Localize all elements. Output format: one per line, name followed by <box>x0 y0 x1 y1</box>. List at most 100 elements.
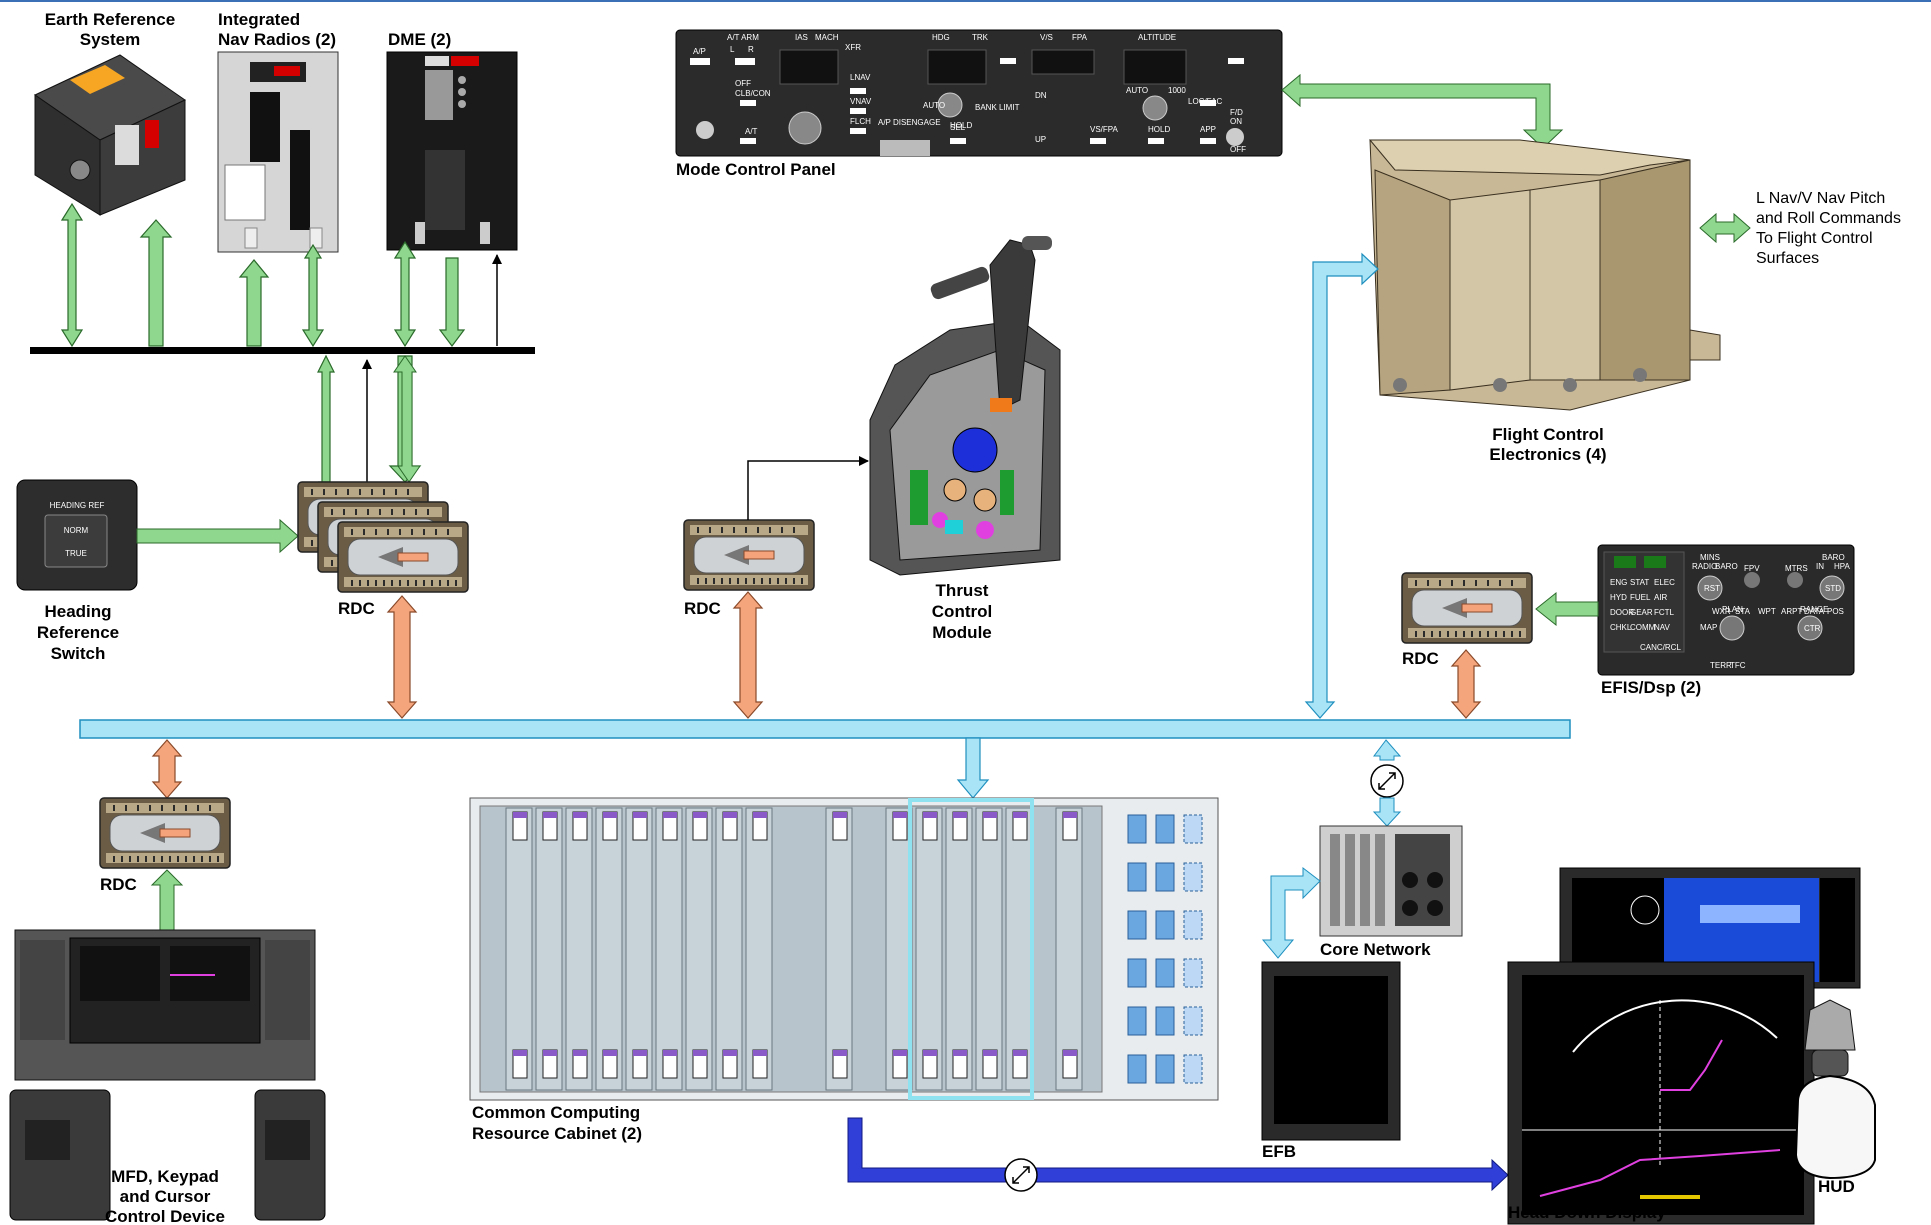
efis-label-22: ENG <box>1610 578 1627 587</box>
ccr-slot-tab <box>543 812 557 818</box>
ccr-slot-tab <box>633 812 647 818</box>
mode-control-panel: A/P A/T ARM L R OFF IAS MACH XFR LNAV VN… <box>676 30 1282 156</box>
mcp-label-12: A/T <box>745 127 758 136</box>
mcp-label-8: LNAV <box>850 73 871 82</box>
rdc-mfd <box>100 798 230 868</box>
efis-label-29: GEAR <box>1630 608 1653 617</box>
efis-label-2: BARO <box>1715 562 1738 571</box>
fce-label-1: Flight Control <box>1492 425 1603 444</box>
ccr-slot-tab <box>983 812 997 818</box>
ccr-slot-tab <box>753 1050 767 1056</box>
ccr-slot-card <box>566 808 592 1090</box>
ccr-hdd-link <box>848 1118 1508 1190</box>
orange-links <box>153 592 1480 798</box>
efis-label-16: TERR <box>1710 661 1732 670</box>
mcp-label-10: FLCH <box>850 117 871 126</box>
dme-unit <box>387 52 517 250</box>
mcp-label-31: F/D <box>1230 108 1243 117</box>
thrust-label-1: Thrust <box>936 581 989 600</box>
hud-label: HUD <box>1818 1177 1855 1196</box>
mcp-label-20: V/S <box>1040 33 1053 42</box>
mcp-label-19: AUTO <box>923 101 945 110</box>
thrust-label-2: Control <box>932 602 992 621</box>
ccr-slot-tab <box>923 812 937 818</box>
efis-label-27: AIR <box>1654 593 1668 602</box>
core-network-label: Core Network <box>1320 940 1431 959</box>
mfd-label-1: MFD, Keypad <box>111 1167 219 1186</box>
rdc-stack-3 <box>338 522 468 592</box>
mcp-label-25: ALTITUDE <box>1138 33 1176 42</box>
mcp-label-1: A/T ARM <box>727 33 759 42</box>
ccr-slot-tab <box>513 1050 527 1056</box>
mcp-label-13: A/P DISENGAGE <box>878 118 941 127</box>
efis-label-30: FCTL <box>1654 608 1675 617</box>
switch-core-link <box>1374 798 1400 826</box>
arinc-bus <box>30 347 535 354</box>
rdc-efis <box>1402 573 1532 643</box>
efis-label-24: ELEC <box>1654 578 1675 587</box>
efb-device <box>1262 962 1400 1140</box>
ccr-slot-tab <box>1063 1050 1077 1056</box>
ccr-slot-tab <box>953 1050 967 1056</box>
efis-to-rdc-arrow <box>1536 593 1598 625</box>
mcp-label-24: UP <box>1035 135 1046 144</box>
efis-label-15: POS <box>1827 607 1844 616</box>
fce-note-arrow <box>1700 214 1750 242</box>
efis-label-31: CHKL <box>1610 623 1632 632</box>
mcp-label-14: HDG <box>932 33 950 42</box>
heading-panel-title: HEADING REF <box>50 501 105 510</box>
mcp-label-2: L <box>730 45 735 54</box>
ccr-cabinet <box>470 798 1218 1100</box>
mcp-label-9: VNAV <box>850 97 872 106</box>
mcp-label-28: HOLD <box>1148 125 1170 134</box>
rdc-label-thrust: RDC <box>684 599 721 618</box>
ccr-slot-card <box>716 808 742 1090</box>
ccr-slot-card <box>596 808 622 1090</box>
ccr-slot-tab <box>753 812 767 818</box>
efis-label-12: WPT <box>1758 607 1776 616</box>
heading-to-rdc-arrow <box>137 520 298 552</box>
efis-label-34: CANC/RCL <box>1640 643 1681 652</box>
mcp-label-15: TRK <box>972 33 989 42</box>
ccr-slot-card <box>916 808 942 1090</box>
ccr-slot-tab <box>893 812 907 818</box>
earth-ref-label-2: System <box>80 30 140 49</box>
nav-radios-unit <box>218 52 338 252</box>
fce-note-1: L Nav/V Nav Pitch <box>1756 190 1885 207</box>
thrust-label-3: Module <box>932 623 992 642</box>
ccr-slot-tab <box>663 1050 677 1056</box>
bus-core-link <box>1374 740 1400 760</box>
dme-label: DME (2) <box>388 30 451 49</box>
earth-ref-label-1: Earth Reference <box>45 10 175 29</box>
ccr-slot-card <box>536 808 562 1090</box>
fce-note-4: Surfaces <box>1756 250 1819 267</box>
efis-label-32: COMM <box>1630 623 1656 632</box>
efis-label-33: NAV <box>1654 623 1671 632</box>
heading-panel-true: TRUE <box>65 549 87 558</box>
mcp-fce-link <box>1282 75 1562 148</box>
efis-label-8: HPA <box>1834 562 1851 571</box>
mcp-label-3: R <box>748 45 754 54</box>
mcp-label-27: 1000 <box>1168 86 1186 95</box>
ccr-label-2: Resource Cabinet (2) <box>472 1124 642 1143</box>
rdc-label-mfd: RDC <box>100 875 137 894</box>
ccr-slot-tab <box>723 1050 737 1056</box>
ccr-slot-tab <box>603 1050 617 1056</box>
ccr-slot-card <box>506 808 532 1090</box>
ccr-slot-tab <box>723 812 737 818</box>
ccr-slot-tab <box>513 812 527 818</box>
ccr-label-1: Common Computing <box>472 1103 640 1122</box>
efis-label: EFIS/Dsp (2) <box>1601 678 1701 697</box>
efis-label-18: MAP <box>1700 623 1717 632</box>
efis-label-17: TFC <box>1730 661 1746 670</box>
bus-ccr-link <box>958 738 988 798</box>
efis-label-4: FPV <box>1744 564 1760 573</box>
efis-label-26: FUEL <box>1630 593 1651 602</box>
efis-label-9: STD <box>1825 584 1841 593</box>
ccr-slot-tab <box>833 1050 847 1056</box>
mcp-label-17: HOLD <box>950 121 972 130</box>
mcp-label-23: DN <box>1035 91 1047 100</box>
ccr-slot-tab <box>1063 812 1077 818</box>
mcp-label-21: FPA <box>1072 33 1088 42</box>
